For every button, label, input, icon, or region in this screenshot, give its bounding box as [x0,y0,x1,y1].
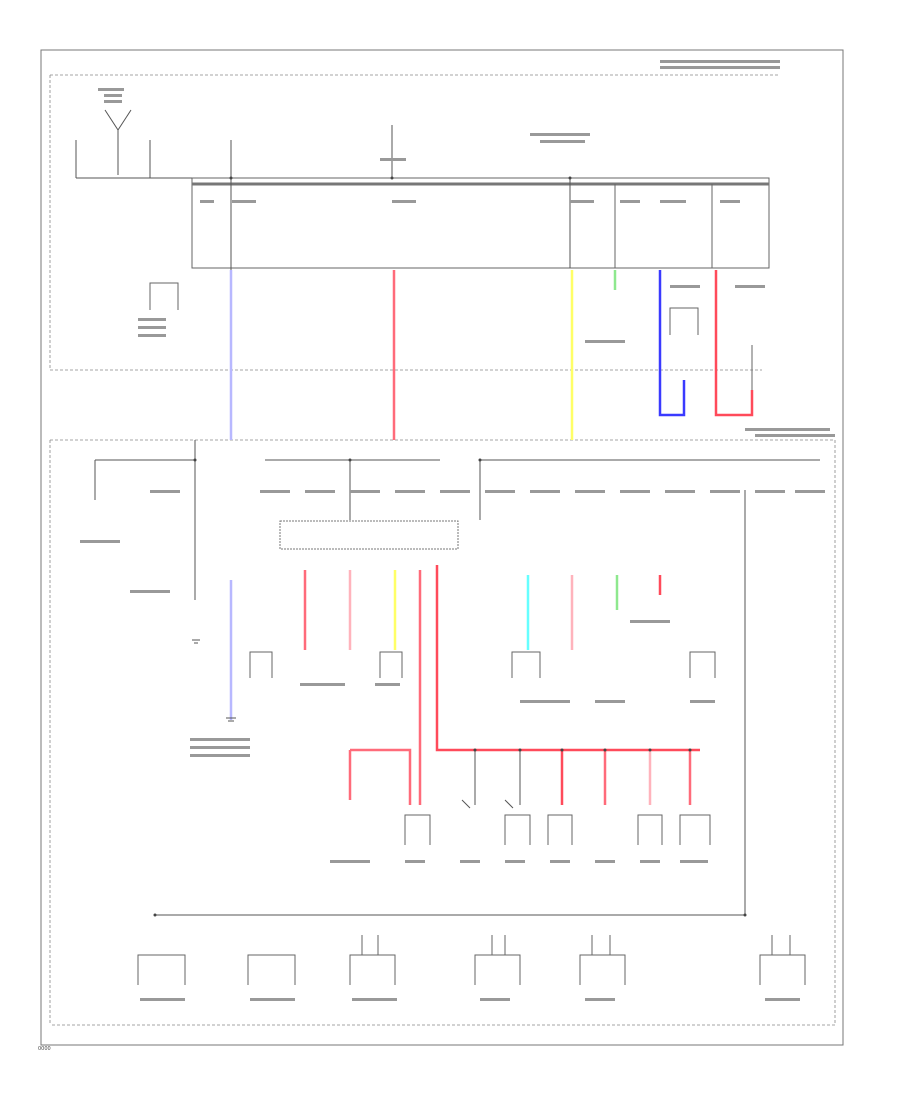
upper-wires [229,270,754,440]
bottom-components [137,935,806,985]
illegible-labels [80,60,835,1001]
branch-lines [461,750,521,809]
section-boundaries [49,74,836,1026]
under-hood-fuse-box [191,177,770,269]
load-components [249,651,716,845]
lower-bus-lines [94,440,820,916]
diagram-frame [40,49,844,1046]
battery-ground-symbol [75,109,571,440]
lower-wires [229,565,700,805]
ground-symbols [192,639,236,722]
junction-dots [153,176,747,917]
figure-number: 0000 [38,1046,51,1052]
upper-components [149,282,753,390]
